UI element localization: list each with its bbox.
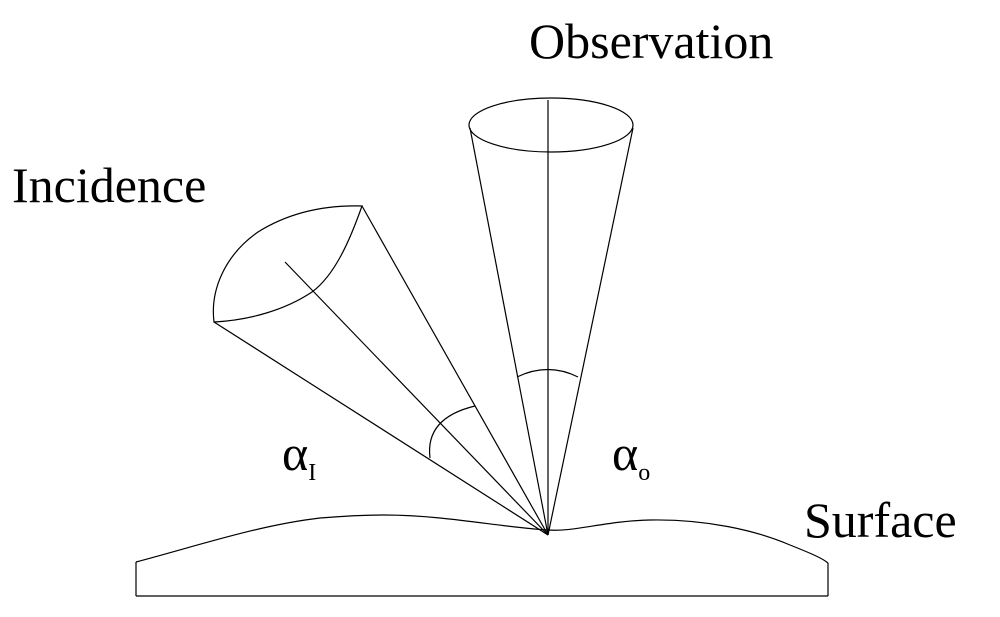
surface-label: Surface — [804, 492, 957, 548]
observation-label: Observation — [529, 13, 774, 69]
incidence-angle-arc — [428, 405, 476, 459]
incidence-label: Incidence — [12, 157, 207, 213]
surface-curve — [135, 514, 829, 564]
incidence-cone-lower-side — [213, 321, 549, 536]
incidence-cone-axis — [284, 261, 549, 536]
observation-angle-symbol: α — [612, 425, 639, 481]
observation-angle-arc — [516, 368, 579, 378]
observation-cone-right-side — [547, 127, 634, 536]
observation-angle-label: αo — [612, 428, 650, 485]
observation-cone-left-side — [469, 127, 549, 536]
observation-cone-opening — [468, 97, 634, 153]
incidence-angle-label: αI — [282, 428, 316, 485]
incidence-angle-subscript: I — [308, 460, 317, 486]
incidence-angle-symbol: α — [282, 425, 309, 481]
observation-angle-subscript: o — [638, 460, 651, 486]
incidence-cone-upper-side — [361, 205, 549, 536]
